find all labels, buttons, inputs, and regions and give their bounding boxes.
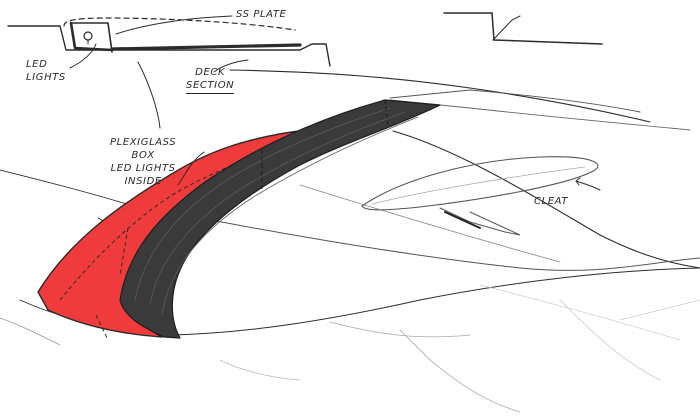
ss-plate-label: SS PLATE — [236, 9, 287, 20]
deck-section-label: DECK SECTION — [186, 66, 235, 94]
plexiglass-label: PLEXIGLASS BOX LED LIGHTS INSIDE — [110, 136, 176, 188]
plexiglass-inner-dashes — [59, 147, 281, 301]
leader-lines — [69, 15, 249, 186]
cleat-label: CLEAT — [534, 196, 569, 207]
deck-section-label-line-2: SECTION — [186, 79, 235, 94]
plexiglass-label-line-4: INSIDE — [124, 176, 162, 187]
plexiglass-edge-dash — [95, 227, 129, 341]
led-lights-label: LED LIGHTS — [26, 58, 66, 84]
ss-plate-band — [119, 99, 441, 339]
plexiglass-label-line-3: LED LIGHTS — [110, 163, 176, 174]
led-lights-label-line-1: LED — [26, 59, 48, 70]
band-vertical-dash — [261, 99, 389, 192]
ss-plate-shading — [134, 107, 419, 316]
deck-section-label-line-1: DECK — [195, 67, 226, 78]
cleat-sketch — [361, 156, 601, 236]
led-lights-label-line-2: LIGHTS — [26, 72, 66, 83]
corner-detail-sketch — [443, 12, 603, 45]
deck-section-detail — [7, 17, 331, 67]
plexiglass-label-line-2: BOX — [131, 150, 155, 161]
plexiglass-label-line-1: PLEXIGLASS — [110, 137, 177, 148]
